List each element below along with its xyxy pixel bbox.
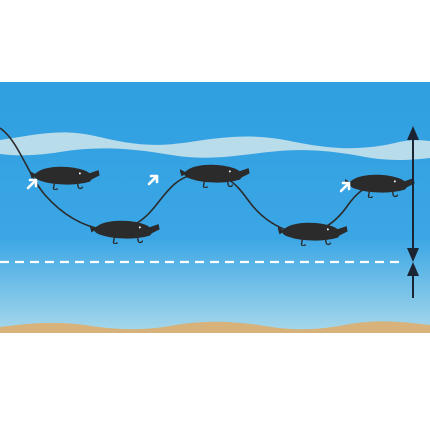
arrow-up-right-icon — [26, 178, 38, 190]
arrow-up-right-icon — [147, 174, 159, 186]
sand-bottom — [0, 321, 430, 333]
arrow-up-right-icon — [339, 181, 351, 193]
double-headed-arrow-icon — [407, 126, 419, 298]
water-surface-wave — [0, 132, 430, 160]
water-body — [0, 82, 430, 333]
